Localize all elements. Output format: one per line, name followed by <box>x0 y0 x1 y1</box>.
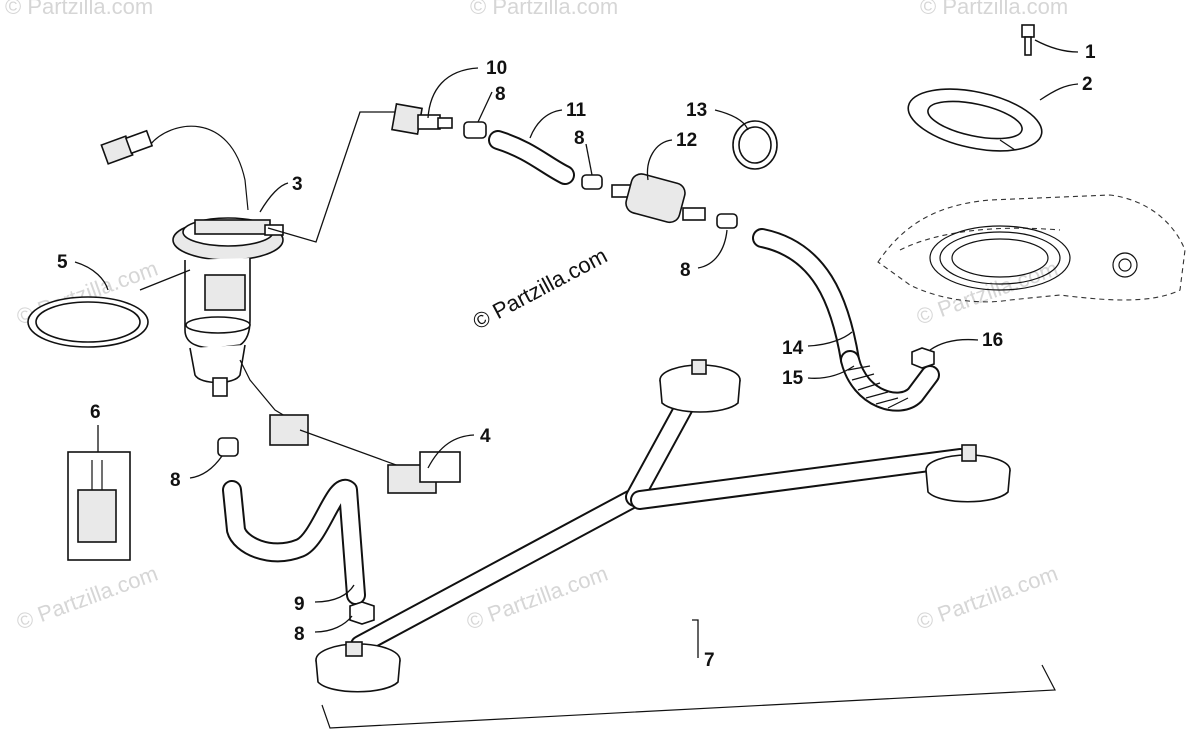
part-12-fuel-filter <box>611 173 706 224</box>
callout-15: 15 <box>782 368 804 389</box>
leader-lines <box>74 39 1079 658</box>
part-6-sender <box>67 451 131 561</box>
callout-8: 8 <box>574 128 585 149</box>
watermark: © Partzilla.com <box>913 561 1061 635</box>
part-11-hose <box>488 130 575 185</box>
watermark: © Partzilla.com <box>13 561 161 635</box>
part-10-fitting <box>391 103 453 135</box>
callout-labels: 1 2 3 4 5 6 7 8 8 8 8 8 9 10 11 12 13 14… <box>57 42 1096 671</box>
callout-13: 13 <box>686 100 707 121</box>
callout-10: 10 <box>486 58 507 79</box>
main-watermark: © Partzilla.com <box>469 243 612 335</box>
part-9-hose <box>222 478 366 605</box>
part-13-clamp <box>732 120 778 170</box>
watermark: © Partzilla.com <box>920 0 1068 19</box>
part-7-pickup-assembly <box>315 359 1056 729</box>
callout-12: 12 <box>676 130 697 151</box>
callout-11: 11 <box>566 100 587 121</box>
callout-1: 1 <box>1085 42 1096 63</box>
watermark: © Partzilla.com <box>913 256 1061 330</box>
part-14-hose <box>752 228 860 370</box>
part-15-sleeve <box>840 350 940 412</box>
callout-2: 2 <box>1082 74 1093 95</box>
part-2-gasket-plate <box>907 88 1043 152</box>
callout-3: 3 <box>292 174 303 195</box>
callout-16: 16 <box>982 330 1003 351</box>
callout-8: 8 <box>170 470 181 491</box>
watermark: © Partzilla.com <box>5 0 153 19</box>
callout-8: 8 <box>294 624 305 645</box>
callout-4: 4 <box>480 426 491 447</box>
callout-7: 7 <box>704 650 715 671</box>
callout-14: 14 <box>782 338 804 359</box>
callout-5: 5 <box>57 252 68 273</box>
callout-8: 8 <box>680 260 691 281</box>
part-4-connector <box>299 429 461 494</box>
part-16-nut <box>911 347 935 369</box>
callout-6: 6 <box>90 402 101 423</box>
watermark: © Partzilla.com <box>470 0 618 19</box>
part-1-bolt <box>1021 24 1035 56</box>
callout-8: 8 <box>495 84 506 105</box>
part-8-clamps <box>217 121 738 625</box>
fuel-tank-outline <box>877 194 1186 303</box>
callout-9: 9 <box>294 594 305 615</box>
part-5-oring <box>27 296 149 348</box>
